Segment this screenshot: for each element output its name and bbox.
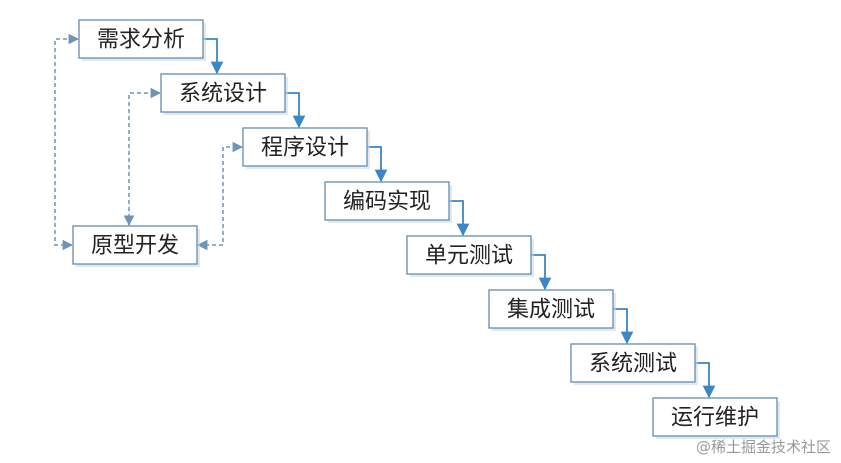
stage-box-7-label: 系统测试 (589, 352, 677, 377)
feedback-arrows (54, 33, 244, 251)
flow-arrow-3 (367, 146, 388, 183)
prototype-box-frame (72, 225, 198, 265)
stage-box-7-frame (570, 343, 696, 383)
stage-box-3-label: 程序设计 (261, 136, 349, 161)
flow-arrow-7 (695, 362, 716, 399)
stage-box-4-frame (324, 181, 450, 221)
stage-box-1-frame (78, 19, 204, 59)
stage-box-7: 系统测试 (570, 343, 698, 385)
feedback-arrow-3 (196, 141, 244, 251)
stage-box-3-frame (242, 127, 368, 167)
stage-box-8-frame (652, 397, 778, 437)
prototype-box: 原型开发 (72, 225, 200, 267)
watermark: @稀土掘金技术社区 (695, 438, 831, 456)
stage-box-2-label: 系统设计 (179, 82, 267, 107)
stage-box-4: 编码实现 (324, 181, 452, 223)
stage-box-5-frame (406, 235, 532, 275)
flow-arrow-2 (285, 92, 306, 129)
stage-box-2-frame (160, 73, 286, 113)
flow-arrow-4 (449, 200, 470, 237)
stage-box-5: 单元测试 (406, 235, 534, 277)
flow-arrow-6 (613, 308, 634, 345)
stage-box-5-label: 单元测试 (425, 244, 513, 269)
stage-box-4-label: 编码实现 (343, 190, 431, 215)
feedback-arrow-1 (54, 33, 80, 251)
stage-box-6-label: 集成测试 (507, 298, 595, 323)
feedback-arrow-2 (123, 87, 162, 227)
stage-box-8-label: 运行维护 (671, 406, 759, 431)
stage-box-1: 需求分析 (78, 19, 206, 61)
stage-box-2: 系统设计 (160, 73, 288, 115)
stage-box-3: 程序设计 (242, 127, 370, 169)
stage-box-6: 集成测试 (488, 289, 616, 331)
flow-arrows (203, 38, 716, 399)
stage-box-1-label: 需求分析 (97, 28, 185, 53)
flow-arrow-5 (531, 254, 552, 291)
stage-box-8: 运行维护 (652, 397, 780, 439)
prototype-box-label: 原型开发 (91, 234, 179, 259)
flow-arrow-1 (203, 38, 224, 75)
stage-box-6-frame (488, 289, 614, 329)
